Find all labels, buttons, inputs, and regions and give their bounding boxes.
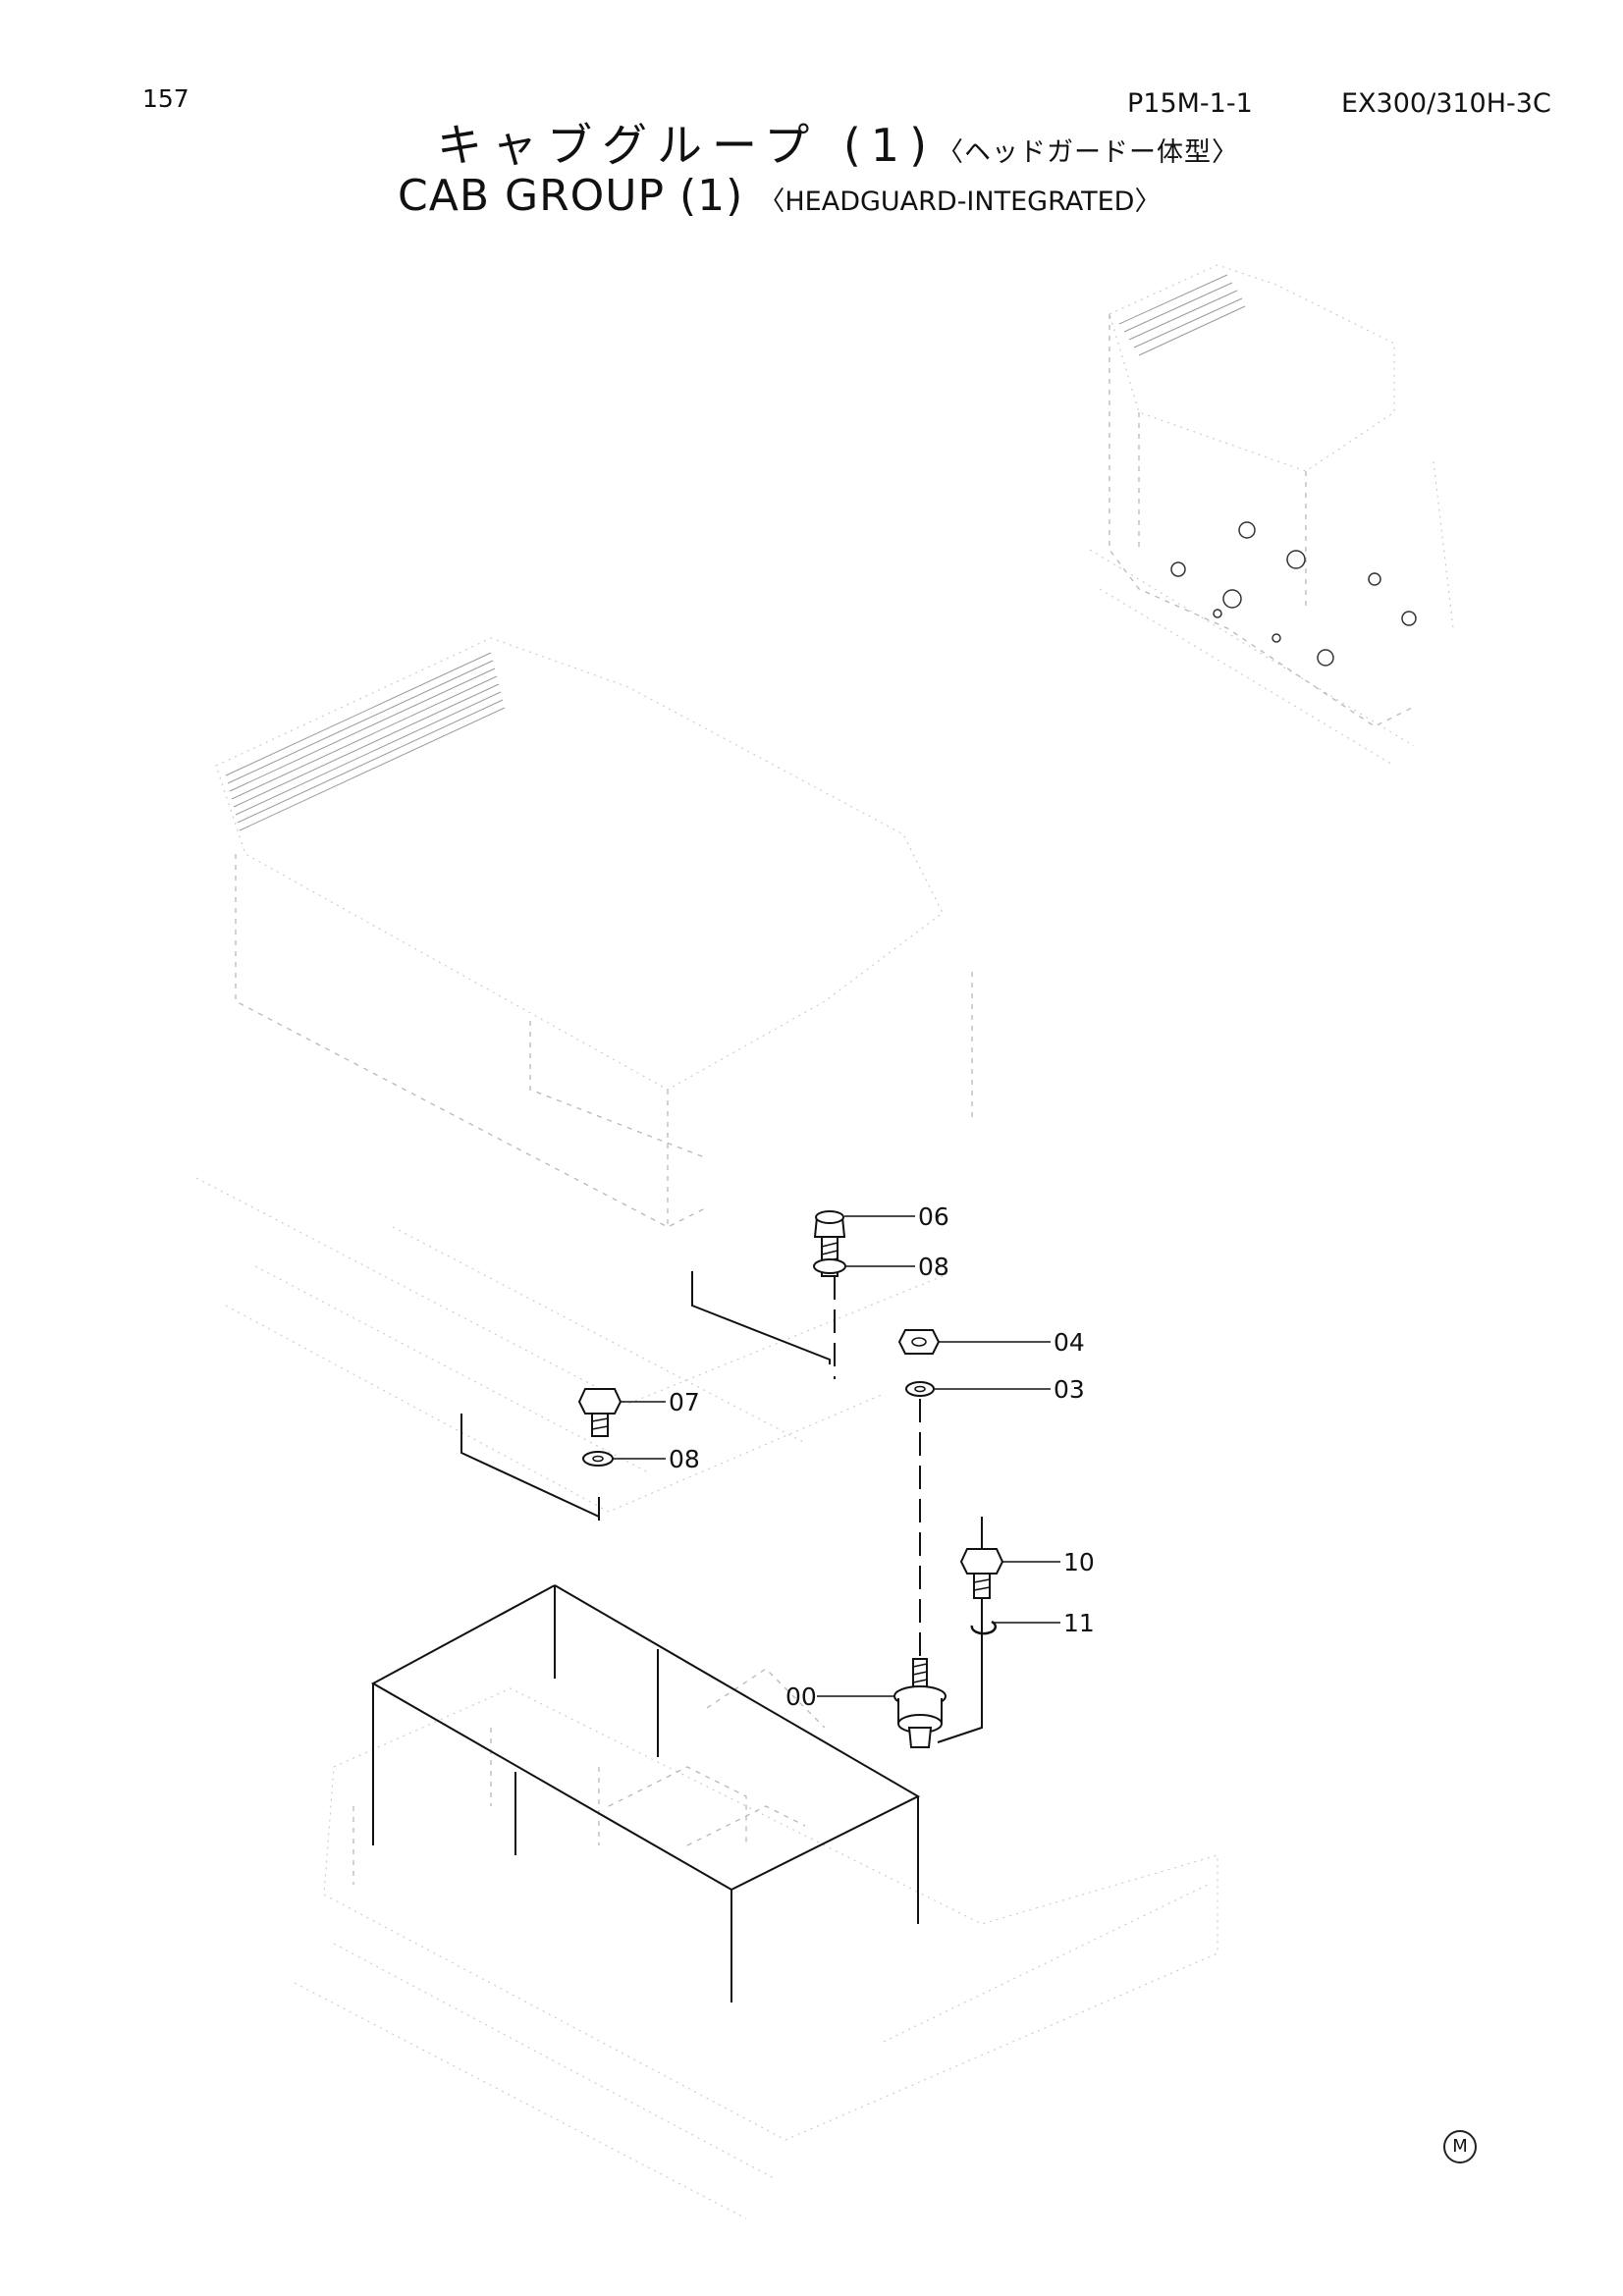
part-00-cab-mount [893, 1658, 947, 1748]
title-japanese: キャブグループ (1)〈ヘッドガードー体型〉 [437, 110, 1239, 175]
title-english: CAB GROUP (1) 〈HEADGUARD-INTEGRATED〉 [398, 171, 1161, 221]
part-03-washer [905, 1381, 935, 1397]
title-english-main: CAB GROUP (1) [398, 171, 744, 221]
alignment-lines [460, 1271, 983, 1743]
callout-04: 04 [1054, 1328, 1085, 1357]
callout-00: 00 [785, 1682, 817, 1711]
callout-06: 06 [918, 1202, 949, 1231]
cab-body [195, 637, 973, 1513]
mounting-frame-outline [370, 1584, 921, 2002]
reference-code: P15M-1-1 [1127, 88, 1253, 119]
title-japanese-main: キャブグループ (1) [437, 119, 938, 172]
base-frame [294, 1668, 1218, 2219]
cab-overview-inset [1089, 264, 1454, 767]
callout-08-upper: 08 [918, 1253, 949, 1281]
model-number: EX300/310H-3C [1341, 88, 1551, 119]
title-english-sub: 〈HEADGUARD-INTEGRATED〉 [758, 187, 1162, 217]
title-japanese-sub: 〈ヘッドガードー体型〉 [937, 137, 1240, 168]
callout-03: 03 [1054, 1375, 1085, 1404]
cab-roof-hatch [225, 652, 506, 831]
callout-08-lower: 08 [669, 1445, 700, 1473]
inset-mount-parts [1170, 521, 1417, 667]
part-08-washer-lower [582, 1451, 614, 1467]
part-04-nut [897, 1329, 941, 1355]
inset-hatch [1118, 274, 1246, 356]
circled-m-mark: M [1443, 2130, 1477, 2163]
callout-11: 11 [1063, 1609, 1095, 1637]
part-07-bolt [577, 1388, 622, 1437]
page-number: 157 [142, 84, 189, 113]
leader-lines [613, 1215, 1060, 1697]
part-11-lock-washer [970, 1620, 998, 1635]
part-08-washer-upper [813, 1258, 846, 1274]
callout-07: 07 [669, 1388, 700, 1416]
part-10-bolt [959, 1548, 1004, 1599]
callout-10: 10 [1063, 1548, 1095, 1576]
